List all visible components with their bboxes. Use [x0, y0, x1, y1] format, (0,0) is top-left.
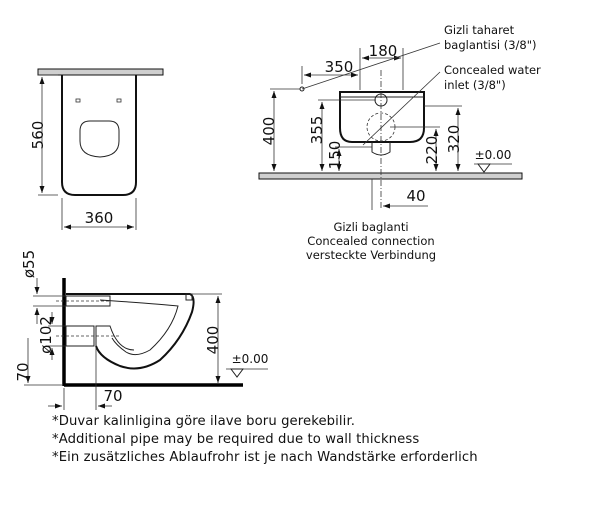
dim-400-section: 400 [204, 326, 222, 355]
leader-water-inlet-en [362, 71, 441, 146]
dim-560: 560 [29, 121, 47, 150]
notes: *Duvar kalinligina göre ilave boru gerek… [52, 413, 597, 467]
bowl-top-outline [61, 75, 137, 196]
hinge-right [116, 98, 122, 103]
water-inlet-en-1: Concealed water [444, 63, 541, 77]
dim-220: 220 [423, 136, 441, 165]
dim-70-horizontal: 70 [103, 387, 122, 405]
dim-320: 320 [445, 125, 463, 154]
water-inlet-en-2: inlet (3/8") [444, 78, 506, 92]
level-side: ±0.00 [475, 148, 512, 162]
dim-355: 355 [308, 116, 326, 145]
dim-d102: ø102 [37, 316, 55, 354]
water-inlet-tr-1: Gizli taharet [444, 23, 515, 37]
dim-400-side: 400 [260, 117, 278, 146]
level-section: ±0.00 [232, 352, 269, 366]
side-view: 350 180 400 355 150 220 320 ±0.00 40 Giz… [258, 23, 541, 262]
note-english: *Additional pipe may be required due to … [52, 432, 420, 447]
wall-top-view [37, 68, 164, 76]
dim-150: 150 [326, 141, 344, 170]
bowl-inner [99, 299, 179, 356]
drain-pipe [65, 325, 95, 347]
top-view: 560 360 [29, 68, 164, 230]
dim-180: 180 [369, 42, 398, 60]
bowl-section-outline [66, 293, 195, 370]
trap-path [95, 325, 135, 351]
dim-360: 360 [85, 209, 114, 227]
connection-tr: Gizli baglanti [333, 220, 408, 234]
dim-350: 350 [325, 58, 354, 76]
level-marker-section [230, 368, 244, 378]
connection-de: versteckte Verbindung [306, 248, 436, 262]
bowl-side-outline [339, 91, 425, 143]
level-marker-side [477, 163, 491, 173]
rim-edge [185, 293, 193, 301]
note-german: *Ein zusätzliches Ablaufrohr ist je nach… [52, 450, 478, 465]
dim-40: 40 [406, 187, 425, 205]
hinge-left [75, 98, 81, 103]
connection-en: Concealed connection [307, 234, 434, 248]
section-view: ø55 ø102 70 70 400 ±0.00 [14, 250, 268, 410]
seat-opening [79, 120, 120, 158]
water-inlet-tr-2: baglantisi (3/8") [444, 38, 537, 52]
dim-d55: ø55 [20, 250, 38, 278]
floor-side-view [258, 172, 523, 180]
leader-water-inlet-tr [301, 42, 441, 90]
dim-70-vertical: 70 [14, 362, 32, 381]
note-turkish: *Duvar kalinligina göre ilave boru gerek… [52, 414, 356, 429]
